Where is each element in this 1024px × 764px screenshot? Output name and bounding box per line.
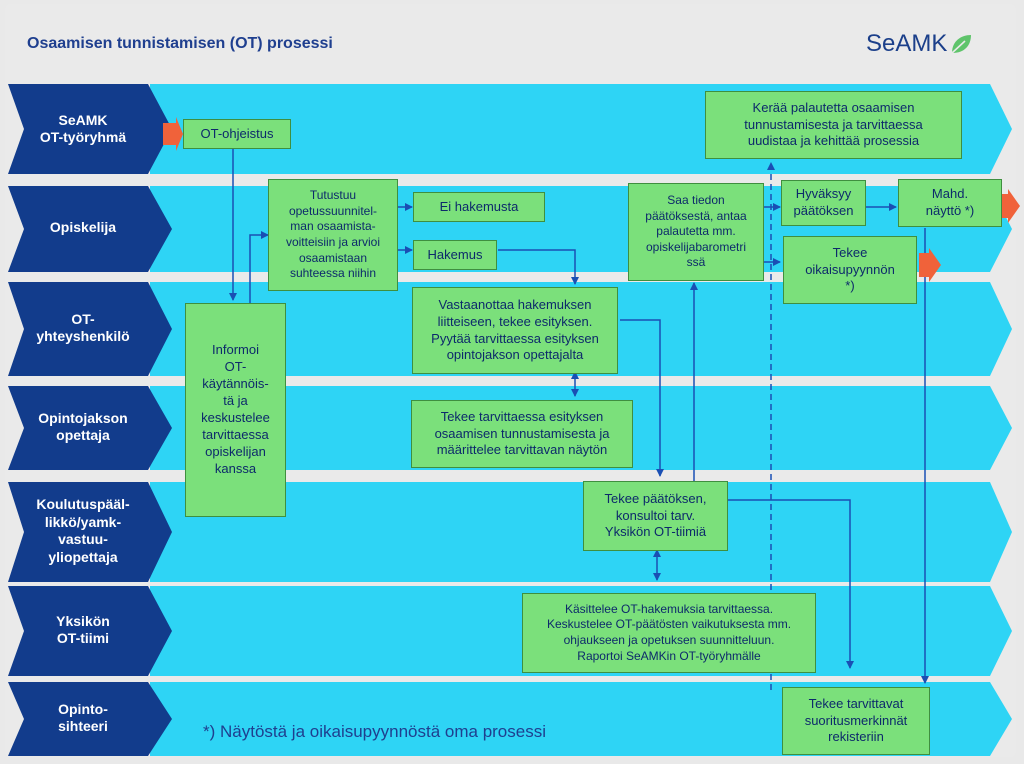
lane-chevron-ot-yhteyshenkilo bbox=[8, 282, 172, 376]
box-esitys: Tekee tarvittaessa esityksen osaamisen t… bbox=[411, 400, 633, 468]
arrow-informoi-tutustuu bbox=[249, 231, 269, 304]
lane-label-koulutuspaallikko: Koulutuspääl- likkö/yamk- vastuu- yliope… bbox=[36, 496, 130, 565]
exit-marker-oikaisu bbox=[919, 248, 941, 282]
lane-label-yksikon-ot-tiimi: Yksikön OT-tiimi bbox=[56, 612, 110, 647]
seamk-logo: SeAMK bbox=[866, 30, 973, 58]
lane-band-koulutuspaallikko bbox=[150, 482, 1012, 582]
start-marker bbox=[163, 117, 183, 151]
box-mahd-naytto: Mahd. näyttö *) bbox=[898, 179, 1002, 227]
box-informoi: Informoi OT- käytännöis- tä ja keskustel… bbox=[185, 303, 286, 517]
box-oikaisupyynto: Tekee oikaisupyynnön *) bbox=[783, 236, 917, 304]
box-ot-ohjeistus: OT-ohjeistus bbox=[183, 119, 291, 149]
lane-chevron-opintojakson-opettaja bbox=[8, 386, 172, 470]
lane-label-opintojakson-opettaja: Opintojakson opettaja bbox=[38, 409, 128, 444]
lane-label-ot-tyoryhma: SeAMK OT-työryhmä bbox=[39, 111, 127, 146]
box-hyvaksyy: Hyväksyy päätöksen bbox=[781, 180, 866, 226]
box-ei-hakemusta: Ei hakemusta bbox=[413, 192, 545, 222]
box-hakemus: Hakemus bbox=[413, 240, 497, 270]
box-vastaanottaa: Vastaanottaa hakemuksen liitteiseen, tek… bbox=[412, 287, 618, 374]
box-palaute: Kerää palautetta osaamisen tunnustamises… bbox=[705, 91, 962, 159]
exit-marker-naytto bbox=[1002, 189, 1020, 223]
box-kasittelee: Käsittelee OT-hakemuksia tarvittaessa. K… bbox=[522, 593, 816, 673]
lane-label-opintosihteeri: Opinto- sihteeri bbox=[58, 700, 108, 735]
lane-label-ot-yhteyshenkilo: OT- yhteyshenkilö bbox=[36, 310, 130, 345]
lane-chevron-yksikon-ot-tiimi bbox=[8, 586, 172, 676]
logo-text: SeAMK bbox=[866, 30, 948, 57]
leaf-icon bbox=[951, 35, 972, 54]
box-suoritusmerkinnat: Tekee tarvittavat suoritusmerkinnät reki… bbox=[782, 687, 930, 755]
box-saa-tiedon: Saa tiedon päätöksestä, antaa palautetta… bbox=[628, 183, 764, 281]
page-title: Osaamisen tunnistamisen (OT) prosessi bbox=[27, 35, 333, 52]
lane-chevron-koulutuspaallikko bbox=[8, 482, 172, 582]
lane-chevron-opintosihteeri bbox=[8, 682, 172, 756]
box-tutustuu: Tutustuu opetussuunnitel- man osaamista-… bbox=[268, 179, 398, 291]
footnote: *) Näytöstä ja oikaisupyynnöstä oma pros… bbox=[203, 722, 546, 741]
lane-chevron-opiskelija bbox=[8, 186, 172, 272]
arrow-paatos-tiimi bbox=[728, 499, 854, 669]
arrow-vastaanottaa-paatos bbox=[620, 319, 664, 477]
lane-chevron-ot-tyoryhma bbox=[8, 84, 172, 174]
lane-label-opiskelija: Opiskelija bbox=[49, 219, 117, 236]
box-paatos: Tekee päätöksen, konsultoi tarv. Yksikön… bbox=[583, 481, 728, 551]
arrow-hakemus-vastaanottaa bbox=[498, 249, 579, 285]
